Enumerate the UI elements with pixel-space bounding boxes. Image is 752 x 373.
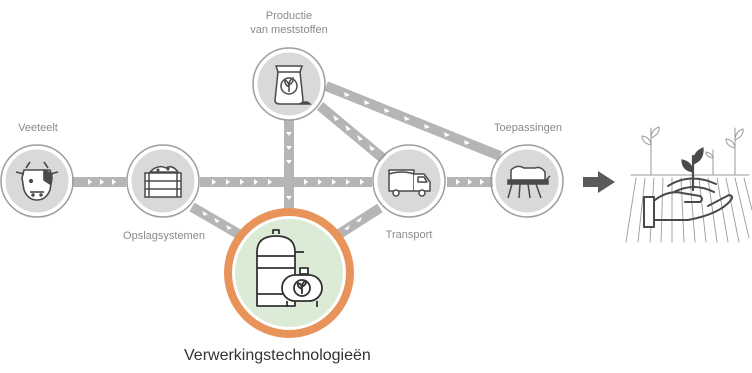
node-productie[interactable] <box>252 47 326 121</box>
label-productie: Productie van meststoffen <box>234 9 344 37</box>
label-opslagsystemen-text: Opslagsystemen <box>123 230 205 242</box>
node-verwerking[interactable] <box>224 208 354 338</box>
label-opslagsystemen: Opslagsystemen <box>109 229 219 243</box>
label-transport-text: Transport <box>385 229 433 241</box>
node-opslagsystemen[interactable] <box>126 144 200 218</box>
storage-crate-icon <box>144 165 182 198</box>
hand-shape <box>643 177 734 228</box>
node-veeteelt[interactable] <box>0 144 74 218</box>
result-arrow <box>583 171 615 193</box>
label-veeteelt: Veeteelt <box>8 121 68 135</box>
node-transport[interactable] <box>372 144 446 218</box>
fertilizer-bag-icon <box>274 65 312 105</box>
truck-icon <box>388 169 431 197</box>
label-verwerking: Verwerkingstechnologieën <box>184 347 371 364</box>
digester-tank-icon <box>256 229 323 307</box>
node-toepassingen[interactable] <box>490 144 564 218</box>
hand-plant-icon <box>625 126 752 243</box>
label-productie-line2: van meststoffen <box>250 24 328 36</box>
track-verwerking-transport <box>333 203 383 241</box>
label-productie-line1: Productie <box>265 10 313 22</box>
cow-icon <box>15 161 59 201</box>
label-veeteelt-text: Veeteelt <box>18 122 58 134</box>
label-toepassingen-text: Toepassingen <box>494 122 562 134</box>
label-transport: Transport <box>374 228 444 242</box>
label-toepassingen: Toepassingen <box>482 121 574 135</box>
track-productie-transport <box>316 102 389 164</box>
tractor-field-icon <box>507 165 551 199</box>
track-productie-toepassingen <box>324 81 502 161</box>
track-arrows <box>88 92 484 230</box>
background-plants <box>641 126 744 176</box>
